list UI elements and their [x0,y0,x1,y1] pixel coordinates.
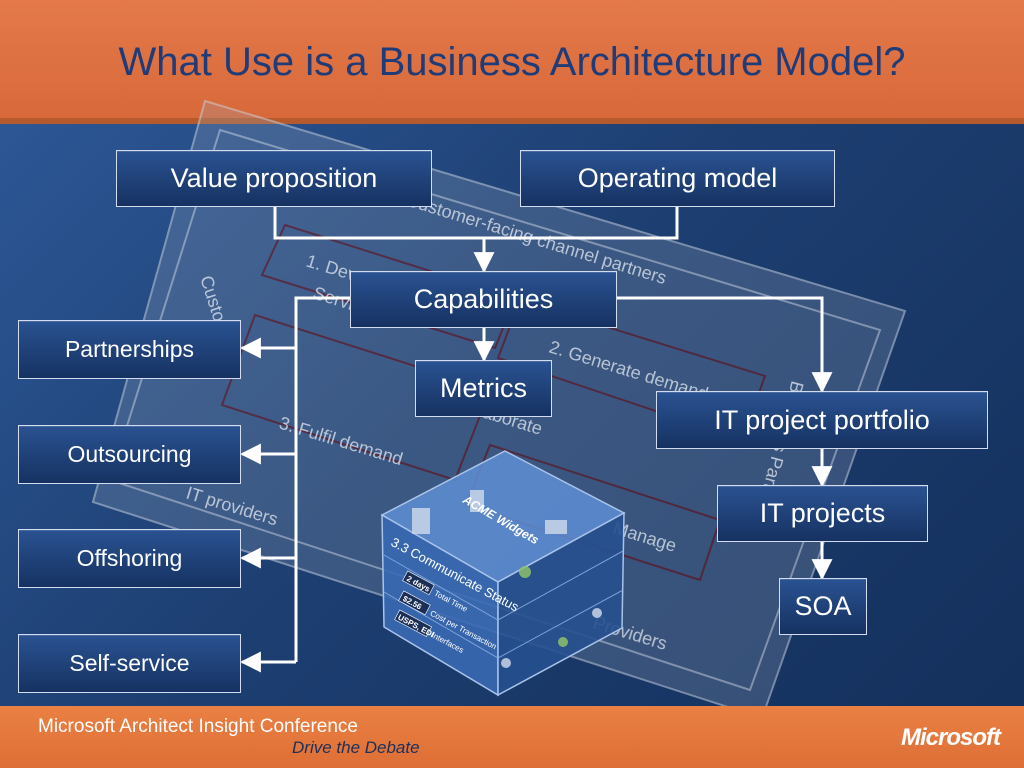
it-project-portfolio-box[interactable]: IT project portfolio [656,391,988,449]
soa-box[interactable]: SOA [779,578,867,635]
outsourcing-box[interactable]: Outsourcing [18,425,241,484]
header-band [0,0,1024,118]
footer-tagline: Drive the Debate [292,738,420,757]
self-service-box[interactable]: Self-service [18,634,241,693]
footer-band [0,706,1024,768]
metrics-box[interactable]: Metrics [415,360,552,417]
partnerships-box[interactable]: Partnerships [18,320,241,379]
microsoft-logo: Microsoft [901,724,1001,751]
value-proposition-box[interactable]: Value proposition [116,150,432,207]
slide-title: What Use is a Business Architecture Mode… [118,40,906,84]
operating-model-box[interactable]: Operating model [520,150,835,207]
footer-conference-name: Microsoft Architect Insight Conference [38,716,358,737]
capabilities-box[interactable]: Capabilities [350,271,617,328]
offshoring-box[interactable]: Offshoring [18,529,241,588]
it-projects-box[interactable]: IT projects [717,485,928,542]
